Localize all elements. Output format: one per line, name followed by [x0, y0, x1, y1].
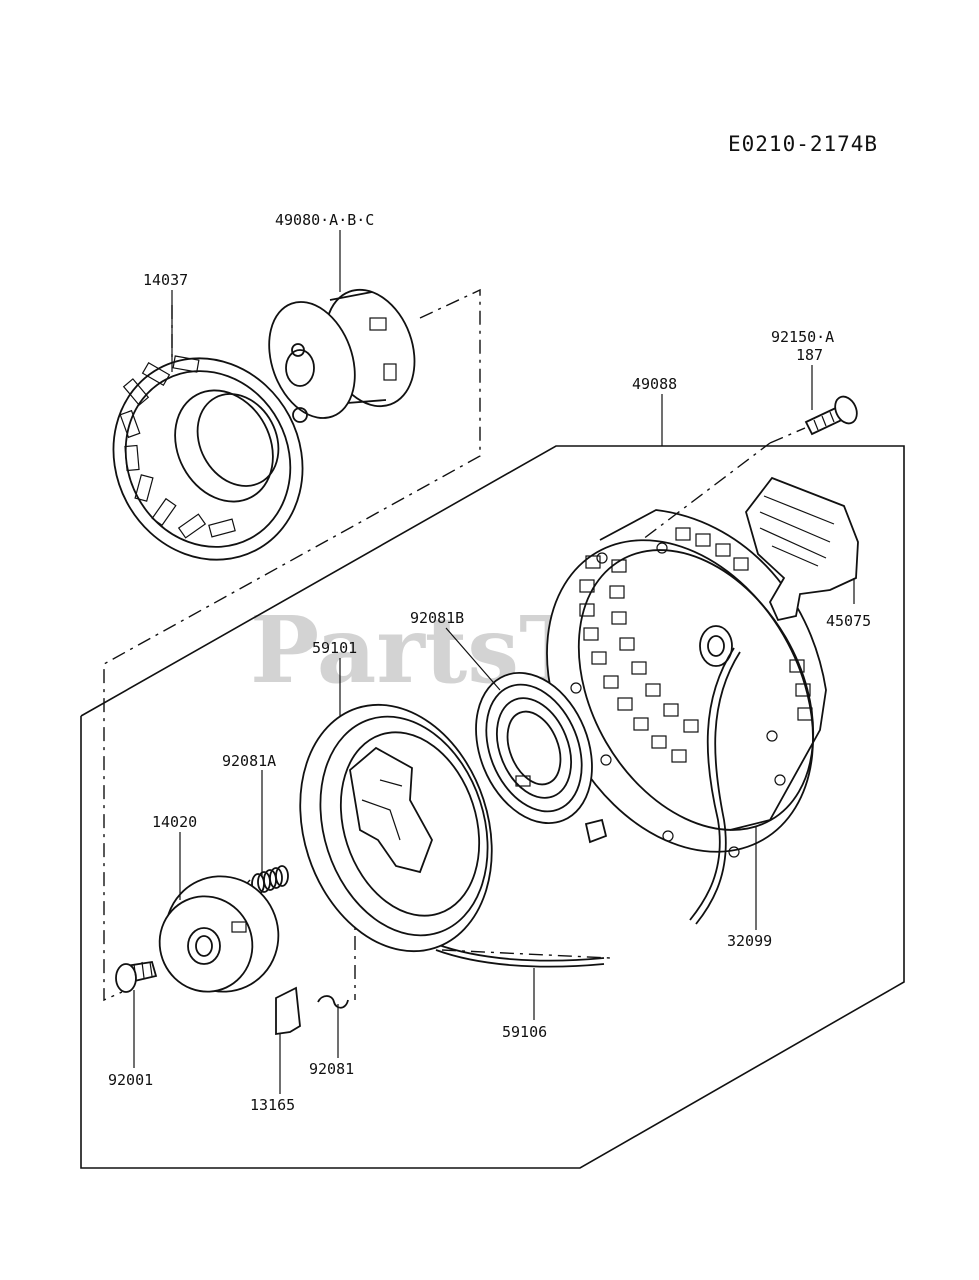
- leader-lines: [133, 230, 855, 1094]
- label-92081b: 92081B: [410, 609, 464, 627]
- hub-49080: [268, 288, 416, 423]
- pulley-14037: [112, 355, 304, 561]
- label-92081a: 92081A: [222, 752, 276, 770]
- bolt-92001: [115, 960, 158, 993]
- assembly-outline: [80, 445, 905, 1169]
- label-59106: 59106: [502, 1023, 547, 1041]
- case-slots: [579, 527, 813, 763]
- label-45075: 45075: [826, 612, 871, 630]
- label-14037: 14037: [143, 271, 188, 289]
- handle-45075: [745, 476, 859, 622]
- label-187: 187: [796, 346, 823, 364]
- spring-92081b: [475, 672, 608, 844]
- label-13165: 13165: [250, 1096, 295, 1114]
- bolt-92150: [804, 395, 858, 436]
- drawing-code: E0210-2174B: [728, 132, 878, 156]
- label-49088: 49088: [632, 375, 677, 393]
- starter-case-49088: [546, 509, 827, 858]
- pawl-13165: [275, 986, 301, 1036]
- rope-59106: [435, 647, 741, 968]
- label-49080: 49080·A·B·C: [275, 211, 374, 229]
- label-92150: 92150·A: [771, 328, 834, 346]
- reel-59101: [299, 703, 493, 953]
- case-holes: [570, 542, 786, 858]
- ratchet-14020: [158, 875, 280, 993]
- part-labels: 49080·A·B·C 14037 92150·A 187 49088 4507…: [108, 211, 871, 1114]
- label-32099: 32099: [727, 932, 772, 950]
- label-92001: 92001: [108, 1071, 153, 1089]
- label-59101: 59101: [312, 639, 357, 657]
- label-92081: 92081: [309, 1060, 354, 1078]
- spring-92081: [317, 995, 349, 1009]
- label-14020: 14020: [152, 813, 197, 831]
